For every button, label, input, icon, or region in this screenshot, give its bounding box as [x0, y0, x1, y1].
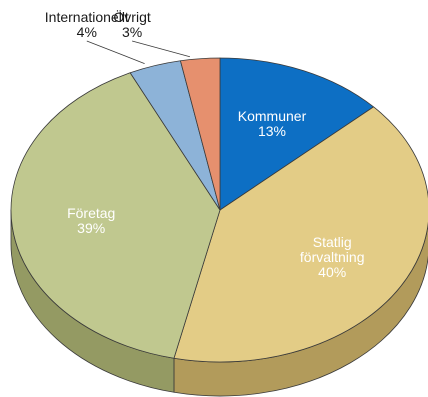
pie-leader-internationellt [86, 40, 145, 64]
pie-label-ovrigt-name: Övrigt [113, 8, 150, 25]
pie-slice-ovrigt [180, 57, 221, 211]
pie-label-foretag-pct: 39% [77, 220, 105, 236]
pie-label-kommuner-name: Kommuner [238, 108, 307, 124]
pie-leader-ovrigt [131, 40, 191, 58]
pie-label-statlig-forvaltning-name: Statlig [313, 234, 352, 250]
pie-label-ovrigt-pct: 3% [122, 24, 142, 40]
pie-label-internationellt-pct: 4% [77, 24, 97, 40]
pie-label-kommuner-pct: 13% [258, 123, 286, 139]
pie-label-statlig-forvaltning-name: förvaltning [300, 249, 365, 265]
pie-slice-kommuner [219, 57, 374, 211]
pie-slice-statlig-forvaltning [173, 106, 428, 363]
pie-label-internationellt-name: Internationellt [45, 9, 129, 25]
pie-slice-foretag [10, 72, 221, 359]
pie-slices [10, 57, 428, 363]
pie-label-statlig-forvaltning-pct: 40% [318, 264, 346, 280]
pie-label-foretag-name: Företag [67, 205, 115, 221]
